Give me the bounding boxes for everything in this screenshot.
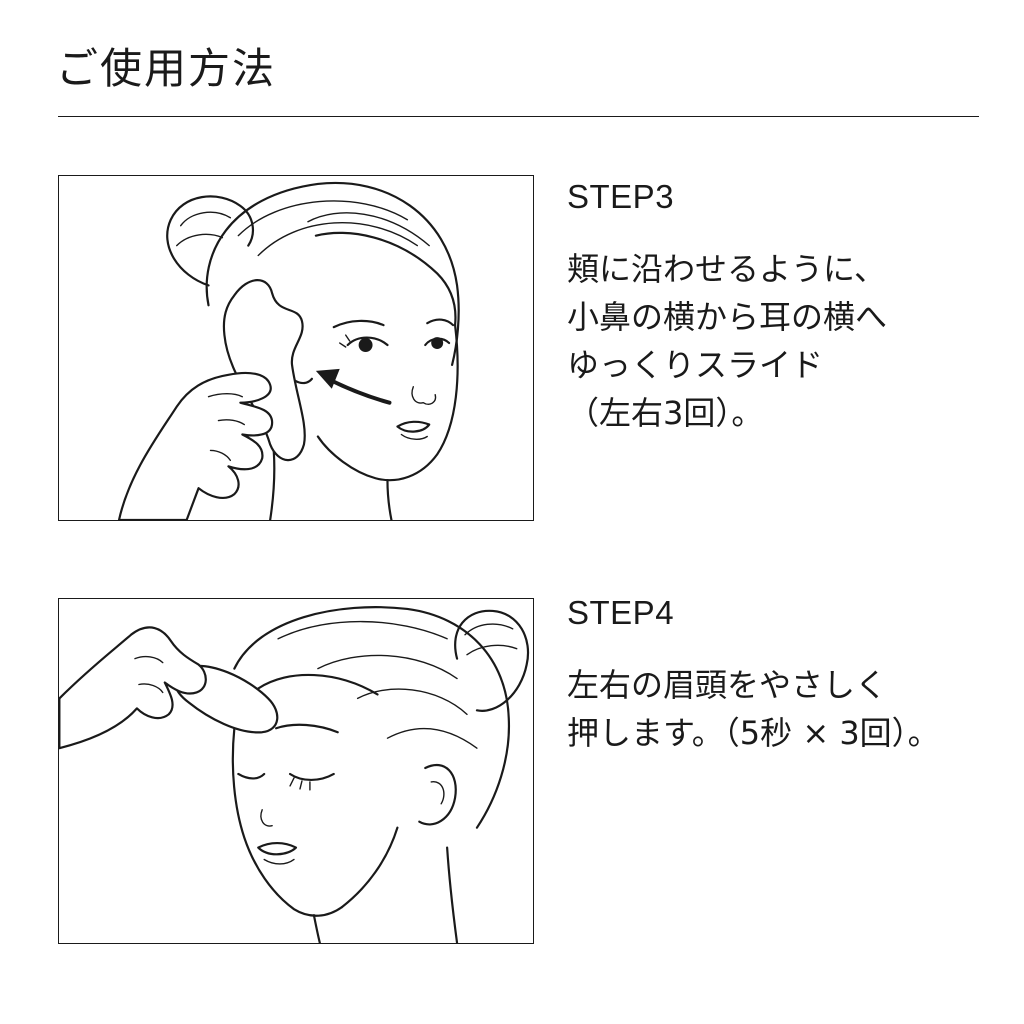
step4-label: STEP4: [567, 594, 675, 631]
face-side-massage-illustration: [117, 181, 460, 520]
brow-press-illustration: [59, 606, 530, 943]
step3-line-3: ゆっくりスライド: [567, 346, 824, 384]
step3-line-4: （左右3回）。: [567, 394, 764, 432]
step4-text-block: STEP4 左右の眉頭をやさしく 押します。（5秒 × 3回）。: [567, 596, 1007, 757]
step3-line-2: 小鼻の横から耳の横へ: [567, 298, 888, 336]
step4-illustration: [58, 598, 534, 944]
page-title: ご使用方法: [56, 44, 277, 93]
step4-line-1: 左右の眉頭をやさしく: [567, 666, 888, 704]
step3-text-block: STEP3 頬に沿わせるように、 小鼻の横から耳の横へ ゆっくりスライド （左右…: [567, 180, 1007, 437]
step3-label: STEP3: [567, 178, 675, 215]
step4-line-2: 押します。（5秒 × 3回）。: [567, 714, 940, 752]
title-divider: [58, 116, 979, 117]
step3-illustration: [58, 175, 534, 521]
step3-line-1: 頬に沿わせるように、: [567, 250, 887, 288]
